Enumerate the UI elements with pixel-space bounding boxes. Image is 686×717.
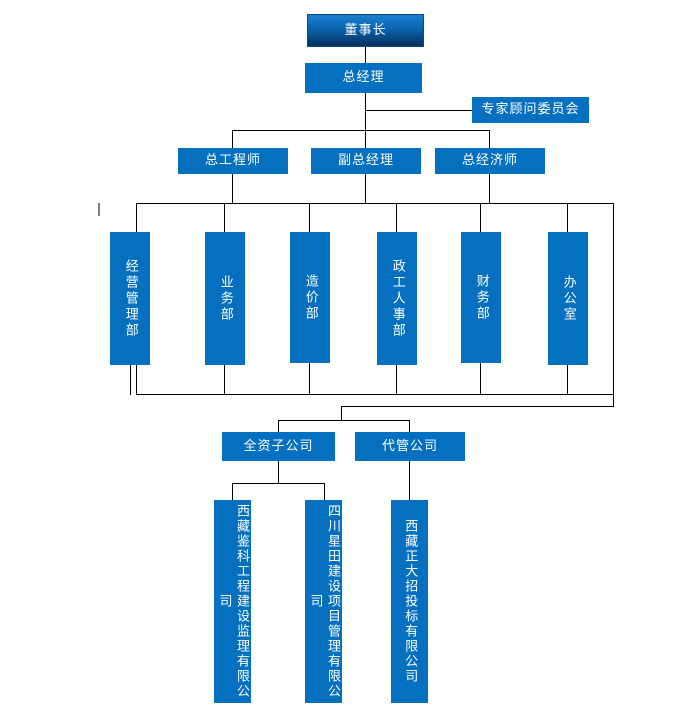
connector-level3-drop-1	[232, 130, 233, 148]
connector-dept-out-1	[130, 365, 131, 395]
node-dept-operations-management[interactable]: 经营管理部	[110, 232, 150, 365]
connector-company-group-drop-2	[409, 420, 410, 432]
connector-dept-drop-3	[309, 203, 310, 235]
connector-to-subsidiary-trunk	[341, 406, 614, 407]
connector-level3-drop-3	[489, 130, 490, 148]
connector-department-bus-bottom	[136, 394, 614, 395]
connector-gm-trunk	[365, 93, 366, 152]
node-general-manager[interactable]: 总经理	[305, 63, 422, 93]
connector-sub2-drop	[324, 483, 325, 500]
connector-dept-drop-4	[396, 203, 397, 235]
connector-group1-bus	[232, 483, 325, 484]
node-subsidiary-xizang-jianke[interactable]: 西藏鉴科工程建设监理有限公司	[214, 500, 251, 703]
node-dept-cost-estimation[interactable]: 造价部	[290, 232, 330, 363]
node-dept-finance[interactable]: 财务部	[461, 232, 501, 363]
connector-sub1-drop	[232, 483, 233, 500]
connector-dept-out-4	[396, 365, 397, 395]
node-dept-business[interactable]: 业务部	[205, 232, 245, 365]
connector-gm-to-advisory	[365, 110, 472, 111]
connector-dept-drop-6	[567, 203, 568, 235]
connector-chairman-to-gm	[365, 47, 366, 63]
node-expert-advisory-committee[interactable]: 专家顾问委员会	[472, 97, 589, 123]
connector-dgm-to-deptbus	[365, 174, 366, 203]
connector-company-group-bus	[278, 420, 410, 421]
node-chairman[interactable]: 董事长	[307, 14, 424, 47]
connector-level3-drop-2	[365, 130, 366, 148]
left-tick-mark	[98, 203, 100, 216]
connector-level3-bus	[232, 130, 489, 131]
connector-right-frame	[613, 203, 614, 407]
connector-group1-drop	[278, 461, 279, 483]
connector-dept-out-3	[309, 363, 310, 395]
connector-dept-out-6	[567, 365, 568, 395]
connector-group2-drop	[409, 461, 410, 500]
node-dept-office[interactable]: 办公室	[548, 232, 588, 365]
connector-subsidiary-trunk-drop	[341, 406, 342, 420]
connector-ce-to-deptbus	[232, 174, 233, 203]
connector-department-bus-top	[136, 203, 614, 204]
node-dept-political-work-personnel[interactable]: 政工人事部	[377, 232, 417, 365]
node-chief-engineer[interactable]: 总工程师	[178, 148, 288, 174]
connector-dept-out-5	[480, 363, 481, 395]
node-chief-economist[interactable]: 总经济师	[435, 148, 545, 174]
node-subsidiary-xizang-zhengda[interactable]: 西藏正大招投标有限公司	[391, 500, 428, 703]
node-subsidiary-sichuan-xingtian[interactable]: 四川星田建设项目管理有限公司	[305, 500, 342, 703]
connector-cecon-to-deptbus	[489, 174, 490, 203]
connector-company-group-drop-1	[278, 420, 279, 432]
connector-dept-out-2	[224, 365, 225, 395]
connector-dept-drop-2	[224, 203, 225, 235]
node-managed-company-group[interactable]: 代管公司	[355, 432, 465, 461]
node-deputy-general-manager[interactable]: 副总经理	[311, 148, 421, 174]
node-wholly-owned-subsidiary-group[interactable]: 全资子公司	[222, 432, 335, 461]
connector-dept-drop-5	[480, 203, 481, 235]
